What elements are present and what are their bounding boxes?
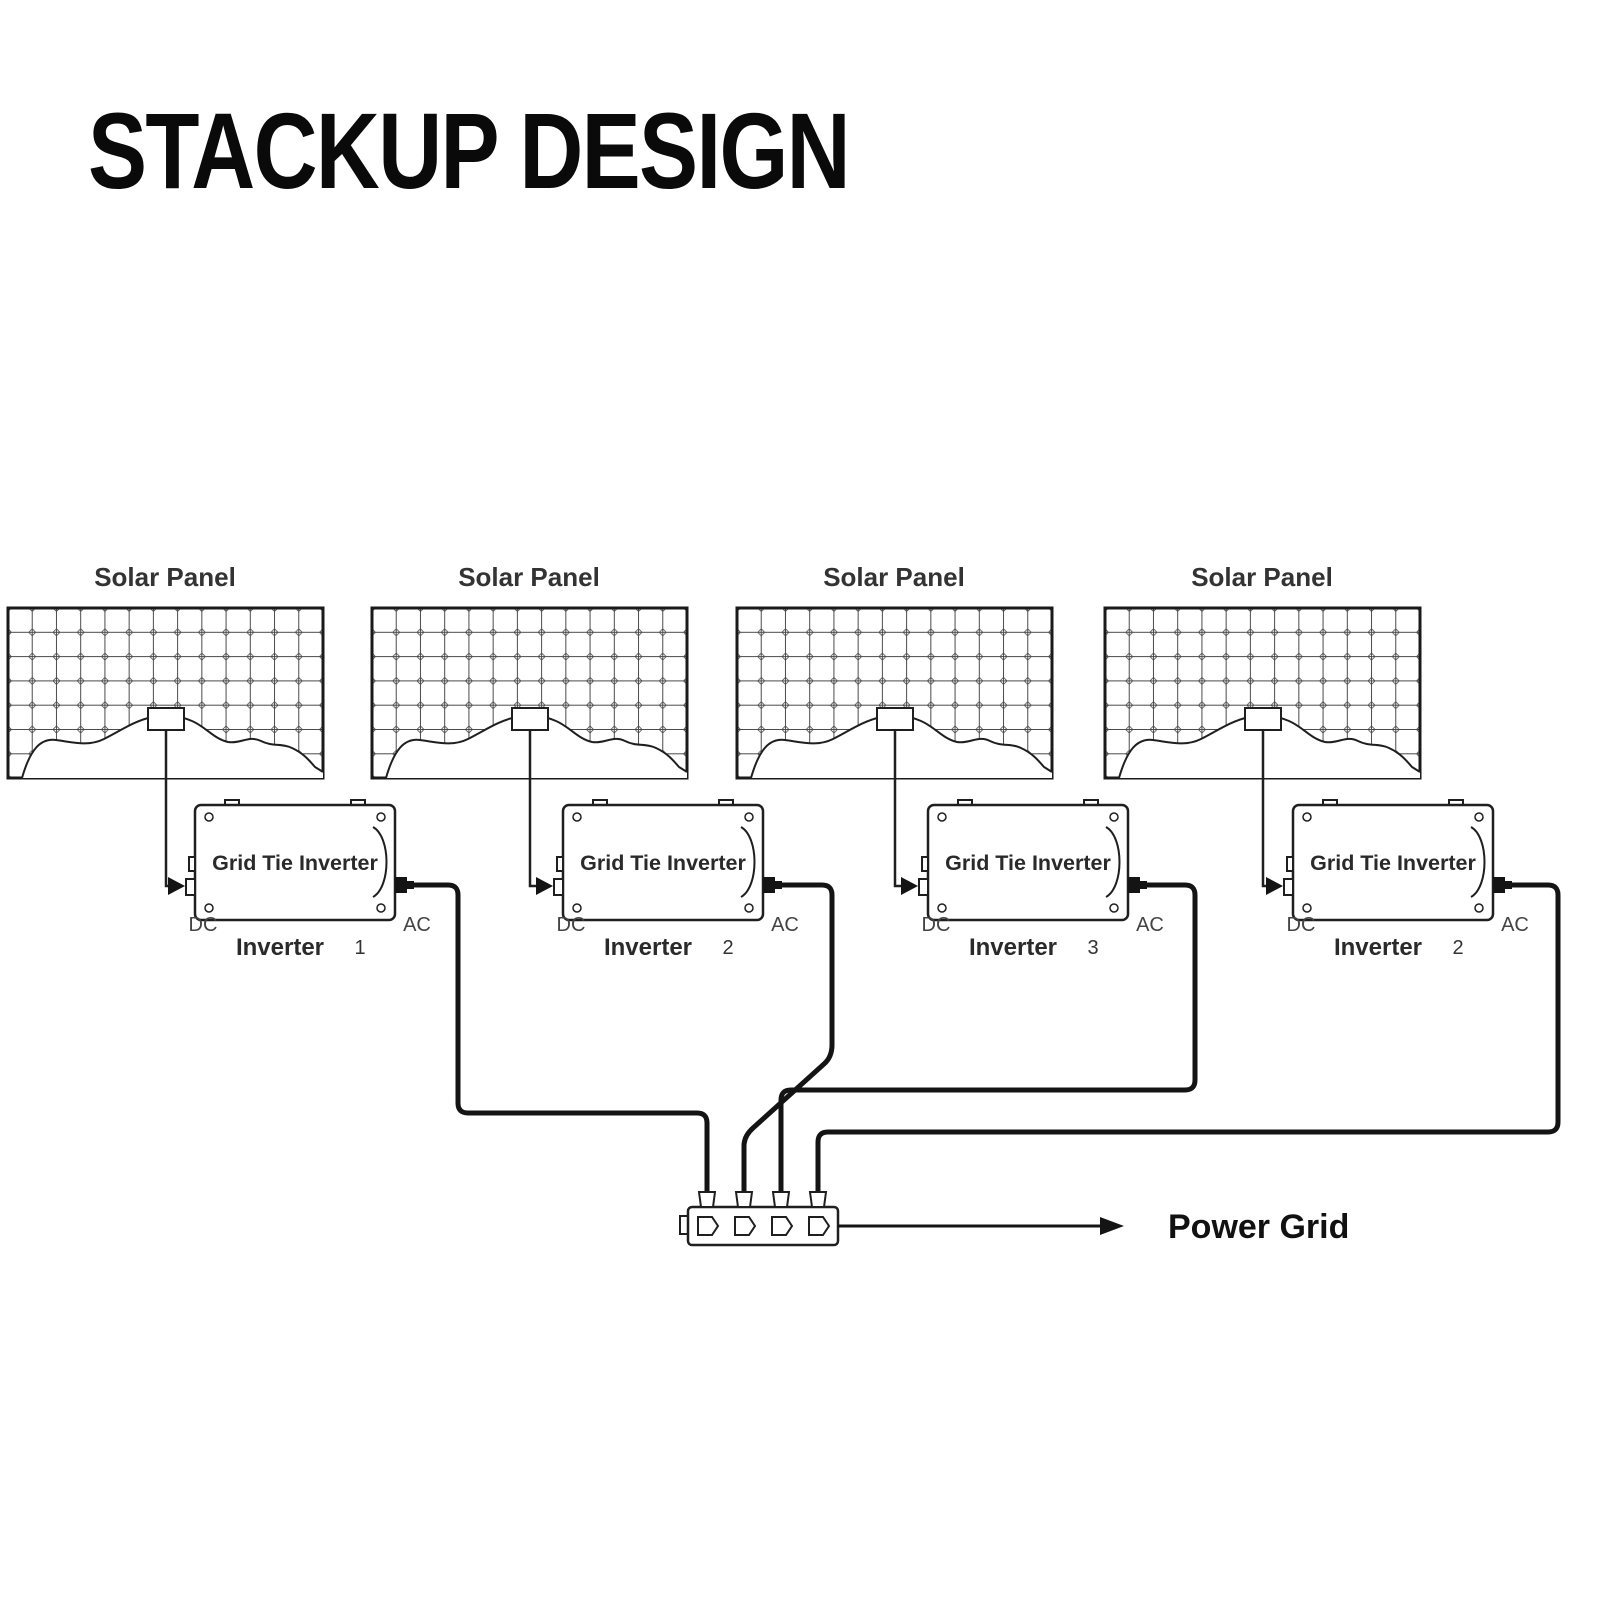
- plug-4: [808, 1191, 828, 1208]
- inverter-name: Inverter: [1334, 934, 1422, 961]
- solar-panel-label: Solar Panel: [94, 562, 236, 592]
- dc-wire: [1261, 730, 1266, 888]
- unit-2: Solar Panel Grid Tie Inverter DC AC Inve…: [370, 562, 799, 961]
- unit-4: Solar Panel Grid Tie Inverter DC AC Inve…: [1103, 562, 1529, 961]
- dc-label: DC: [557, 914, 586, 936]
- outlet-1: [697, 1216, 720, 1236]
- inverter-box-label: Grid Tie Inverter: [1310, 851, 1476, 875]
- unit-3: Solar Panel Grid Tie Inverter DC AC Inve…: [735, 562, 1164, 961]
- plug-2: [734, 1191, 754, 1208]
- ac-wire-1: [402, 882, 710, 1195]
- solar-panel-label: Solar Panel: [823, 562, 965, 592]
- solar-panel-label: Solar Panel: [458, 562, 600, 592]
- unit-1: Solar Panel Grid Tie Inverter DC AC Inve…: [6, 562, 431, 961]
- dc-wire: [528, 730, 536, 888]
- dc-arrow-icon: [168, 877, 185, 895]
- ac-label: AC: [403, 914, 431, 936]
- ac-label: AC: [1136, 914, 1164, 936]
- inverter-number: 1: [354, 937, 365, 959]
- outlet-2: [734, 1216, 757, 1236]
- power-grid-label: Power Grid: [1168, 1208, 1349, 1246]
- dc-arrow-icon: [536, 877, 553, 895]
- dc-label: DC: [1287, 914, 1316, 936]
- page-title: STACKUP DESIGN: [88, 91, 849, 211]
- solar-panel-label: Solar Panel: [1191, 562, 1333, 592]
- inverter-box-label: Grid Tie Inverter: [945, 851, 1111, 875]
- dc-arrow-icon: [901, 877, 918, 895]
- ac-wire-3: [778, 882, 1198, 1195]
- dc-label: DC: [922, 914, 951, 936]
- inverter-box-label: Grid Tie Inverter: [580, 851, 746, 875]
- ac-label: AC: [771, 914, 799, 936]
- power-strip: [679, 1191, 840, 1247]
- ac-label: AC: [1501, 914, 1529, 936]
- dc-wire: [893, 730, 901, 888]
- plug-3: [771, 1191, 791, 1208]
- power-grid-arrow-icon: [1100, 1217, 1124, 1235]
- dc-arrow-icon: [1266, 877, 1283, 895]
- inverter-name: Inverter: [236, 934, 324, 961]
- inverter-number: 3: [1087, 937, 1098, 959]
- dc-wire: [164, 730, 168, 888]
- outlet-4: [808, 1216, 831, 1236]
- inverter-number: 2: [722, 937, 733, 959]
- inverter-box-label: Grid Tie Inverter: [212, 851, 378, 875]
- inverter-name: Inverter: [969, 934, 1057, 961]
- inverter-number: 2: [1452, 937, 1463, 959]
- inverter-name: Inverter: [604, 934, 692, 961]
- plug-1: [697, 1191, 717, 1208]
- ac-wire-2: [741, 882, 835, 1195]
- outlet-3: [771, 1216, 794, 1236]
- ac-wire-4: [815, 882, 1561, 1195]
- dc-label: DC: [189, 914, 218, 936]
